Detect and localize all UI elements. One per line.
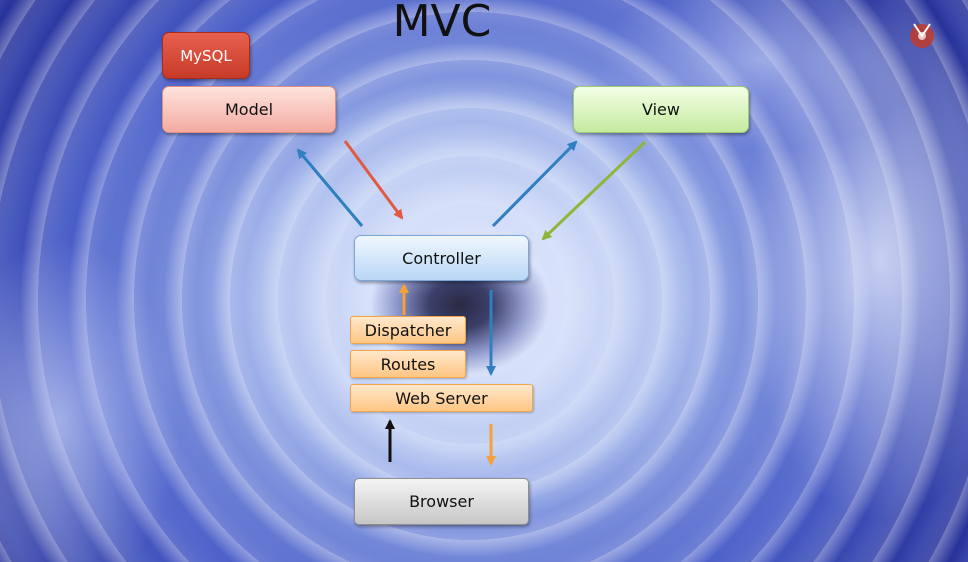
arrow-view-to-controller <box>541 140 647 241</box>
dispatcher-box: Dispatcher <box>350 316 466 344</box>
routes-box: Routes <box>350 350 466 378</box>
model-label: Model <box>224 100 274 119</box>
mysql-box: MySQL <box>162 32 250 79</box>
controller-box: Controller <box>354 235 529 281</box>
view-box: View <box>573 86 749 133</box>
controller-label: Controller <box>402 248 481 268</box>
presenter-logo-icon <box>910 23 934 48</box>
routes-label: Routes <box>380 354 436 374</box>
slide-title: MVC <box>392 0 492 47</box>
view-label: View <box>642 100 680 119</box>
arrow-controller-to-view <box>491 140 578 228</box>
arrow-model-to-controller <box>343 140 404 220</box>
browser-box: Browser <box>354 478 529 525</box>
web-server-label: Web Server <box>395 388 488 408</box>
browser-label: Browser <box>409 492 474 511</box>
model-box: Model <box>162 86 336 133</box>
web-server-box: Web Server <box>350 384 533 412</box>
mysql-label: MySQL <box>180 46 232 65</box>
arrow-controller-to-model <box>296 148 364 227</box>
dispatcher-label: Dispatcher <box>364 320 452 340</box>
